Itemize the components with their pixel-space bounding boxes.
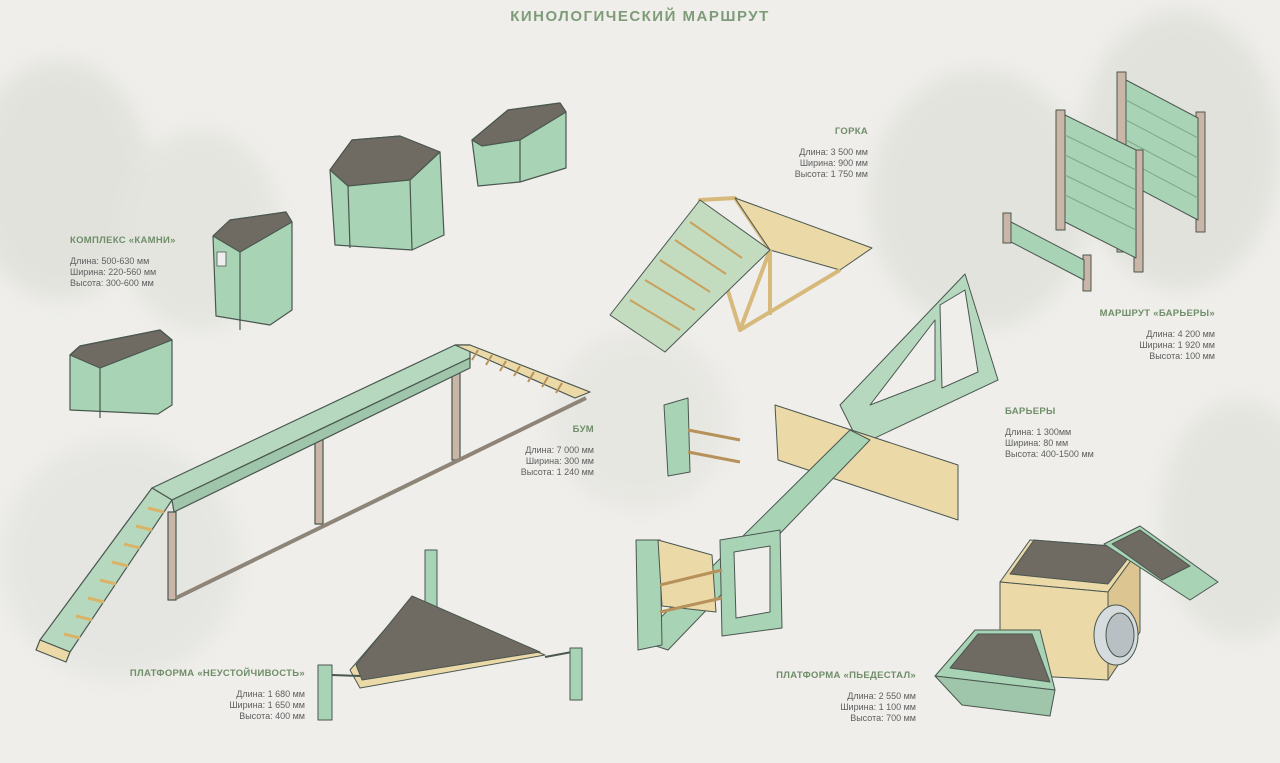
- stones-name: КОМПЛЕКС «КАМНИ»: [70, 235, 176, 246]
- barrier-route-width: Ширина: 1 920 мм: [1139, 340, 1215, 350]
- slide-name: ГОРКА: [834, 126, 868, 137]
- slide-height: Высота: 1 750 мм: [794, 169, 868, 179]
- boom-label: БУМ Длина: 7 000 мм Ширина: 300 мм Высот…: [470, 424, 594, 478]
- barrier-route-label: МАРШРУТ «БАРЬЕРЫ» Длина: 4 200 мм Ширина…: [1055, 308, 1215, 362]
- pedestal-width: Ширина: 1 100 мм: [840, 702, 916, 712]
- barriers-label: БАРЬЕРЫ Длина: 1 300мм Ширина: 80 мм Выс…: [1005, 406, 1094, 460]
- barriers-length: Длина: 1 300мм: [1005, 427, 1072, 437]
- stones-complex-drawing: [69, 102, 567, 418]
- unstable-name: ПЛАТФОРМА «НЕУСТОЙЧИВОСТЬ»: [129, 668, 305, 679]
- barriers-drawing: [635, 273, 999, 651]
- barrier-route-name: МАРШРУТ «БАРЬЕРЫ»: [1099, 308, 1215, 319]
- slide-length: Длина: 3 500 мм: [799, 147, 868, 157]
- barrier-route-drawing: [1002, 71, 1206, 292]
- boom-length: Длина: 7 000 мм: [525, 445, 594, 455]
- boom-height: Высота: 1 240 мм: [520, 467, 594, 477]
- boom-name: БУМ: [572, 424, 594, 435]
- barrier-route-length: Длина: 4 200 мм: [1146, 329, 1215, 339]
- pedestal-name: ПЛАТФОРМА «ПЬЕДЕСТАЛ»: [776, 670, 916, 681]
- pedestal-label: ПЛАТФОРМА «ПЬЕДЕСТАЛ» Длина: 2 550 мм Ши…: [750, 670, 916, 724]
- boom-drawing: [35, 344, 591, 663]
- pedestal-platform-drawing: [934, 525, 1219, 717]
- stones-width: Ширина: 220-560 мм: [70, 267, 157, 277]
- boom-width: Ширина: 300 мм: [525, 456, 594, 466]
- stones-height: Высота: 300-600 мм: [70, 278, 154, 288]
- barriers-name: БАРЬЕРЫ: [1005, 406, 1056, 417]
- slide-drawing: [609, 196, 873, 353]
- slide-width: Ширина: 900 мм: [799, 158, 868, 168]
- pedestal-length: Длина: 2 550 мм: [847, 691, 916, 701]
- unstable-label: ПЛАТФОРМА «НЕУСТОЙЧИВОСТЬ» Длина: 1 680 …: [120, 668, 305, 722]
- page-title: КИНОЛОГИЧЕСКИЙ МАРШРУТ: [510, 8, 770, 25]
- barrier-route-height: Высота: 100 мм: [1149, 351, 1215, 361]
- unstable-height: Высота: 400 мм: [239, 711, 305, 721]
- pedestal-height: Высота: 700 мм: [850, 713, 916, 723]
- barriers-height: Высота: 400-1500 мм: [1005, 449, 1094, 459]
- stones-label: КОМПЛЕКС «КАМНИ» Длина: 500-630 мм Ширин…: [70, 235, 176, 289]
- unstable-width: Ширина: 1 650 мм: [229, 700, 305, 710]
- stones-length: Длина: 500-630 мм: [70, 256, 150, 266]
- barriers-width: Ширина: 80 мм: [1005, 438, 1069, 448]
- unstable-platform-drawing: [317, 549, 583, 721]
- slide-label: ГОРКА Длина: 3 500 мм Ширина: 900 мм Выс…: [738, 126, 868, 180]
- unstable-length: Длина: 1 680 мм: [236, 689, 305, 699]
